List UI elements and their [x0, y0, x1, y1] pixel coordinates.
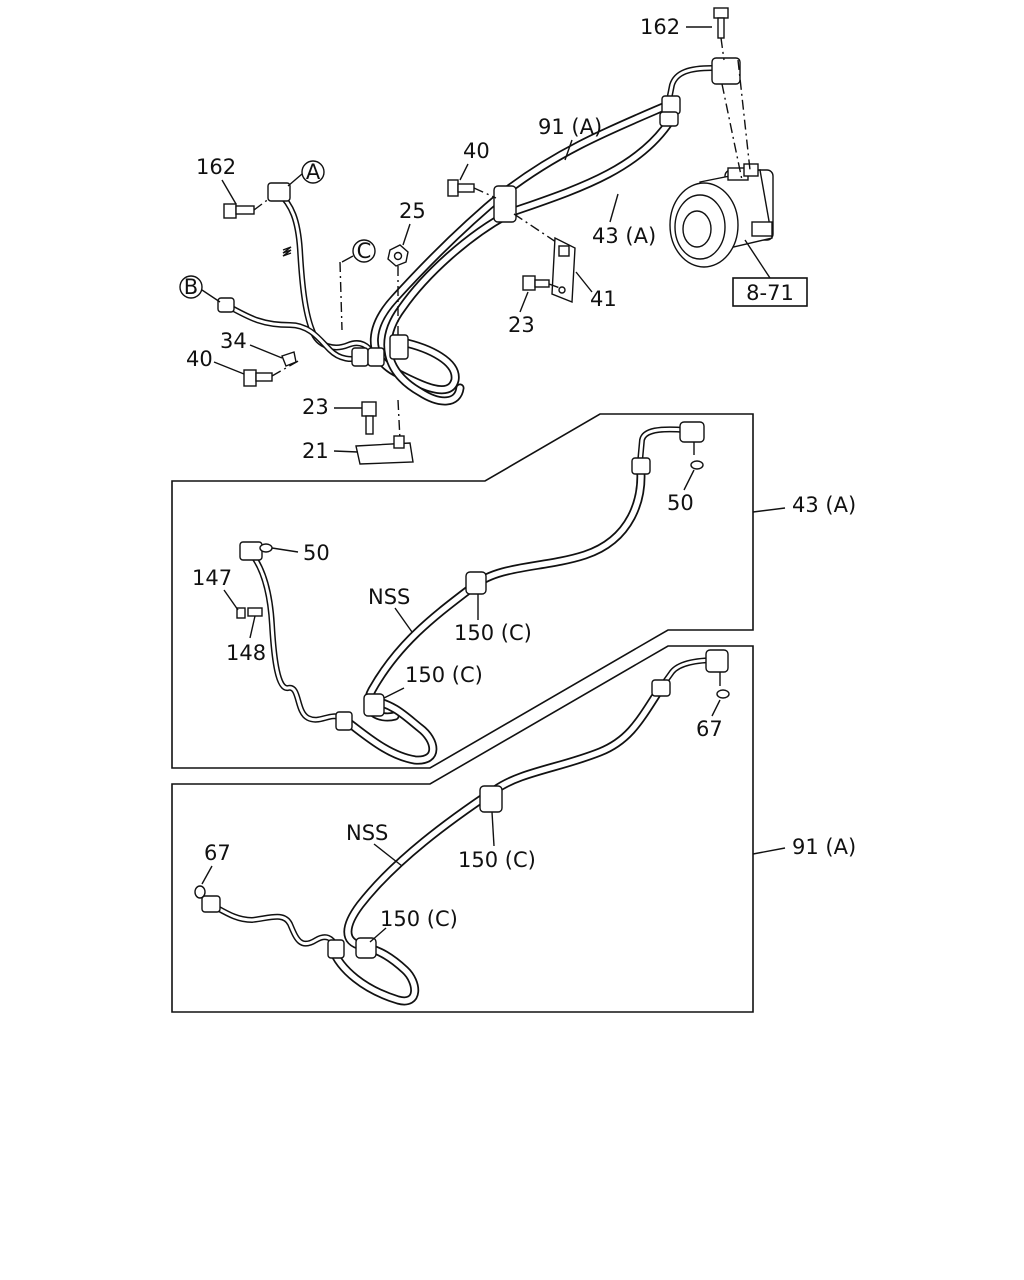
label-23-right: 23 [508, 313, 535, 337]
bracket-41 [551, 236, 576, 304]
label-40-left: 40 [186, 347, 213, 371]
hose-91-top [369, 100, 673, 395]
callout-43-a: 43 (A) [792, 493, 856, 517]
compressor [669, 163, 774, 268]
label-21: 21 [302, 439, 329, 463]
label-150c-upper-43: 150 (C) [454, 621, 532, 645]
label-41: 41 [590, 287, 617, 311]
label-23-lower: 23 [302, 395, 329, 419]
label-147: 147 [192, 566, 232, 590]
label-162-top: 162 [640, 15, 680, 39]
marker-c: C [341, 239, 376, 263]
bolt-40-left [243, 359, 301, 387]
label-50-left: 50 [303, 541, 330, 565]
label-43-top: 43 (A) [592, 224, 656, 248]
panel-43-a: NSS 150 (C) 150 (C) 50 50 147 148 43 (A) [171, 413, 856, 769]
reference-box-8-71: 8-71 [732, 277, 808, 307]
bolt-162-left [223, 197, 271, 219]
label-nss-91: NSS [346, 821, 388, 845]
marker-a: A [287, 160, 325, 187]
bolt-40-top [447, 179, 497, 199]
svg-text:C: C [357, 239, 372, 263]
bolt-23-right [522, 275, 561, 291]
hose-43-top [383, 113, 677, 406]
label-150c-lower-91: 150 (C) [380, 907, 458, 931]
label-67-left: 67 [204, 841, 231, 865]
top-assembly [217, 7, 774, 465]
label-40-top: 40 [463, 139, 490, 163]
nut-25 [387, 244, 409, 340]
label-67-right: 67 [696, 717, 723, 741]
label-150c-lower-43: 150 (C) [405, 663, 483, 687]
label-162-left: 162 [196, 155, 236, 179]
bolt-162-top [713, 7, 729, 61]
svg-text:A: A [306, 160, 321, 184]
panel-91-a: NSS 150 (C) 150 (C) 67 67 91 (A) [171, 645, 856, 1013]
label-50-right: 50 [667, 491, 694, 515]
label-91-top: 91 (A) [538, 115, 602, 139]
label-25: 25 [399, 199, 426, 223]
bolt-23-lower [361, 401, 377, 435]
label-nss-43: NSS [368, 585, 410, 609]
callout-91-a: 91 (A) [792, 835, 856, 859]
label-150c-upper-91: 150 (C) [458, 848, 536, 872]
marker-b: B [179, 275, 221, 303]
svg-text:8-71: 8-71 [746, 281, 794, 305]
left-pipes [217, 182, 385, 367]
label-148: 148 [226, 641, 266, 665]
svg-text:B: B [184, 275, 198, 299]
label-34: 34 [220, 329, 247, 353]
